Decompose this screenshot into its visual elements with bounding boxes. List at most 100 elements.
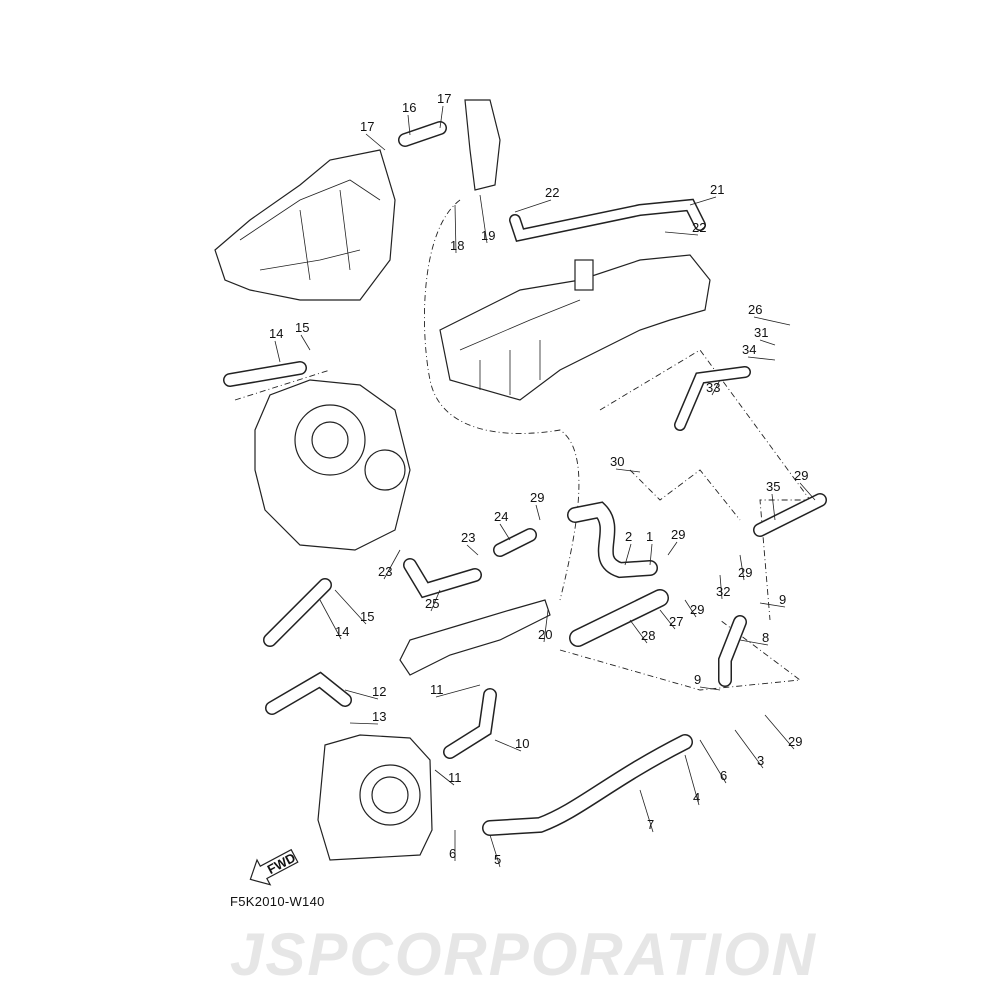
part-number-label[interactable]: 25	[425, 596, 439, 611]
part-number-label[interactable]: 24	[494, 509, 508, 524]
part-number-label[interactable]: 18	[450, 238, 464, 253]
part-number-label[interactable]: 22	[692, 220, 706, 235]
part-number-label[interactable]: 26	[748, 302, 762, 317]
part-number-label[interactable]: 6	[449, 846, 456, 861]
supercharger	[254, 379, 411, 551]
part-number-label[interactable]: 23	[378, 564, 392, 579]
part-number-label[interactable]: 14	[335, 624, 349, 639]
part-number-label[interactable]: 16	[402, 100, 416, 115]
leader-line	[664, 231, 699, 236]
fwd-arrow: FWD	[249, 848, 299, 886]
part-number-label[interactable]: 33	[706, 380, 720, 395]
leader-line	[624, 543, 632, 566]
leader-line	[479, 194, 488, 244]
part-number-label[interactable]: 13	[372, 709, 386, 724]
leader-line	[489, 834, 501, 868]
leader-line	[334, 589, 367, 625]
leader-line	[535, 504, 541, 521]
part-number-label[interactable]: 6	[720, 768, 727, 783]
part-number-label[interactable]: 29	[690, 602, 704, 617]
part-number-label[interactable]: 30	[610, 454, 624, 469]
part-number-label[interactable]: 15	[295, 320, 309, 335]
leader-line	[365, 133, 386, 151]
leader-line	[543, 609, 549, 643]
part-number-label[interactable]: 19	[481, 228, 495, 243]
leader-line	[739, 554, 745, 581]
leader-line	[274, 340, 281, 363]
watermark: JSPCORPORATION	[230, 921, 817, 988]
pump-housing	[317, 734, 433, 861]
leader-line	[699, 739, 727, 784]
part-number-label[interactable]: 4	[693, 790, 700, 805]
leader-line	[615, 468, 641, 473]
part-number-label[interactable]: 35	[766, 479, 780, 494]
part-number-label[interactable]: 11	[448, 770, 462, 785]
part-number-label[interactable]: 29	[788, 734, 802, 749]
part-number-label[interactable]: 11	[430, 682, 444, 697]
part-number-label[interactable]: 17	[360, 119, 374, 134]
part-number-label[interactable]: 34	[742, 342, 756, 357]
part-number-label[interactable]: 2	[625, 529, 632, 544]
leader-line	[430, 589, 441, 612]
leader-line	[300, 334, 311, 351]
leader-line	[659, 609, 676, 630]
leader-line	[407, 114, 411, 136]
part-number-label[interactable]: 31	[754, 325, 768, 340]
part-number-label[interactable]: 5	[494, 852, 501, 867]
leader-line	[514, 199, 552, 213]
part-number-label[interactable]: 29	[738, 565, 752, 580]
part-number-label[interactable]: 22	[545, 185, 559, 200]
part-number-label[interactable]: 29	[794, 468, 808, 483]
leader-line	[689, 196, 717, 206]
part-number-label[interactable]: 7	[647, 817, 654, 832]
exhaust-manifold	[214, 149, 396, 301]
part-number-label[interactable]: 3	[757, 753, 764, 768]
leader-line	[454, 204, 457, 254]
part-number-label[interactable]: 27	[669, 614, 683, 629]
leader-line	[649, 543, 653, 566]
part-number-label[interactable]: 12	[372, 684, 386, 699]
leader-line	[753, 316, 791, 326]
hoses	[223, 121, 827, 836]
part-number-label[interactable]: 17	[437, 91, 451, 106]
part-number-label[interactable]: 14	[269, 326, 283, 341]
part-number-label[interactable]: 1	[646, 529, 653, 544]
leader-line	[799, 482, 816, 501]
part-number-label[interactable]: 9	[694, 672, 701, 687]
part-number-label[interactable]: 20	[538, 627, 552, 642]
leader-line	[499, 523, 511, 541]
part-number-label[interactable]: 21	[710, 182, 724, 197]
leader-lines	[274, 105, 816, 868]
leader-line	[759, 602, 786, 608]
leader-line	[319, 599, 342, 640]
part-number-label[interactable]: 15	[360, 609, 374, 624]
diagram-code: F5K2010-W140	[230, 894, 325, 909]
cooler-plate	[399, 599, 551, 676]
part-number-label[interactable]: 10	[515, 736, 529, 751]
leader-line	[667, 541, 678, 556]
leader-line	[734, 729, 764, 769]
leader-line	[699, 686, 721, 691]
leader-line	[344, 689, 379, 700]
leader-line	[764, 714, 795, 750]
leader-line	[684, 754, 700, 806]
part-number-label[interactable]: 32	[716, 584, 730, 599]
leader-line	[466, 544, 479, 556]
part-number-label[interactable]: 9	[779, 592, 786, 607]
leader-line	[439, 105, 444, 129]
leader-line	[435, 684, 481, 698]
fwd-label: FWD	[265, 850, 298, 877]
leader-line	[684, 599, 697, 618]
leader-line	[434, 769, 455, 786]
leader-line	[739, 639, 769, 646]
part-number-label[interactable]: 29	[671, 527, 685, 542]
part-number-label[interactable]: 29	[530, 490, 544, 505]
part-number-label[interactable]: 23	[461, 530, 475, 545]
part-number-label[interactable]: 28	[641, 628, 655, 643]
leader-line	[747, 356, 776, 361]
part-number-label[interactable]: 8	[762, 630, 769, 645]
leader-line	[494, 739, 522, 752]
